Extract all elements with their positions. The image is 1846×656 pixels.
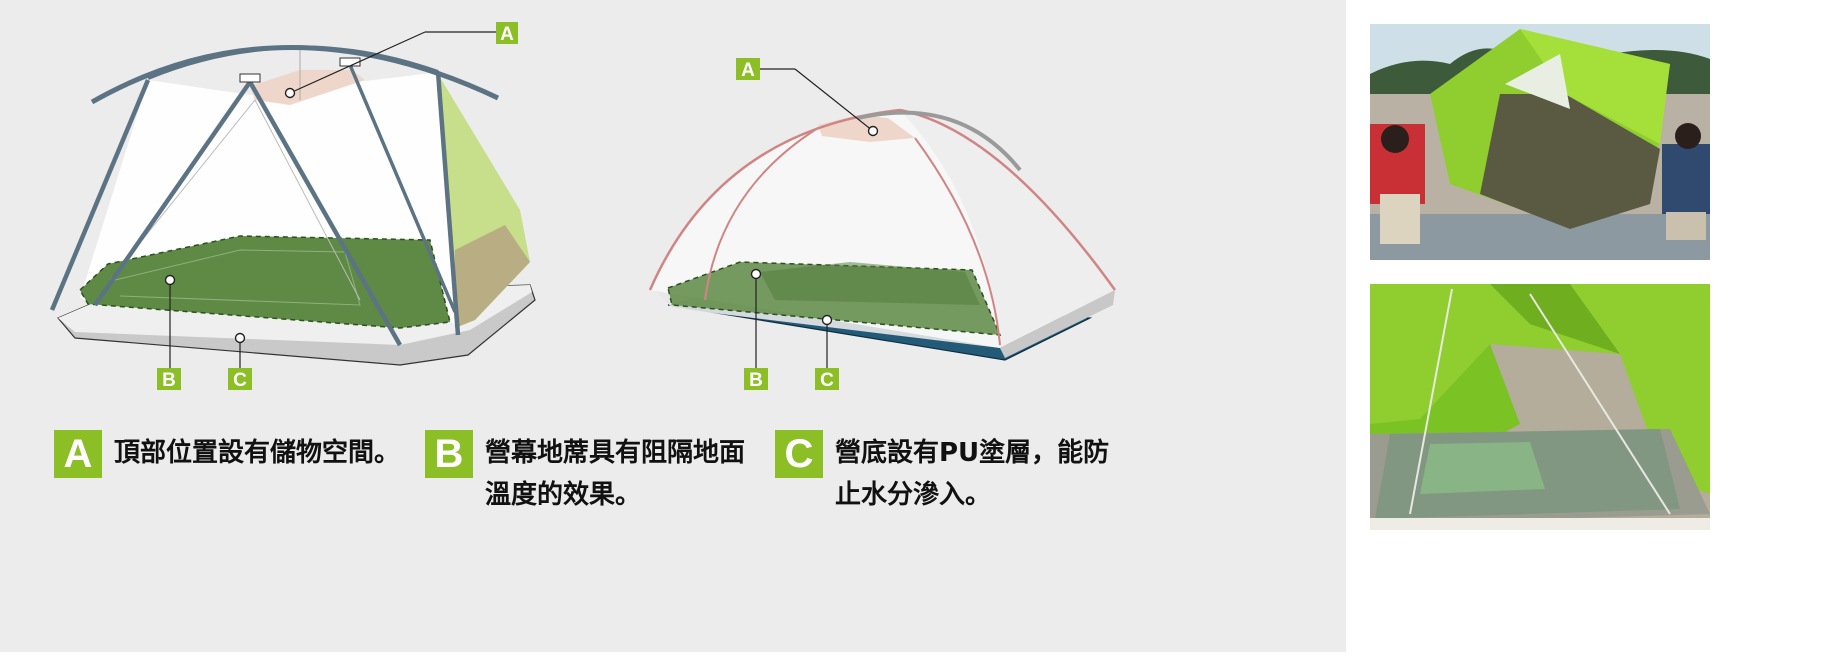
left-label-a: A [500, 24, 514, 45]
left-tent-diagram: A B C [49, 22, 536, 391]
photo-panel [1346, 0, 1846, 652]
dome-tent-diagram: A B C [648, 58, 1117, 391]
legend-text-a: 頂部位置設有儲物空間。 [114, 438, 401, 468]
legend-text-b: 營幕地蓆具有阻隔地面溫度的效果。 [485, 438, 746, 510]
dome-label-b: B [749, 370, 763, 391]
diagram-panel: A B C [0, 0, 1346, 652]
tent-interior-photo [1370, 284, 1770, 530]
legend-letter-a: A [54, 430, 102, 478]
legend-letter-b: B [425, 430, 473, 478]
legend-letter-c: C [775, 430, 823, 478]
left-label-b: B [162, 370, 176, 391]
dome-label-c: C [820, 370, 834, 391]
legend-item-c: C 營底設有PU塗層，能防止水分滲入。 [775, 430, 1135, 516]
legend-item-a: A 頂部位置設有儲物空間。 [54, 430, 414, 478]
tent-setup-photo [1370, 24, 1770, 260]
legend-item-b: B 營幕地蓆具有阻隔地面溫度的效果。 [425, 430, 775, 516]
legend-text-c: 營底設有PU塗層，能防止水分滲入。 [835, 438, 1110, 510]
left-label-c: C [233, 370, 247, 391]
dome-label-a: A [741, 60, 755, 81]
left-storage-area [250, 70, 365, 105]
tent-diagrams: A B C [49, 22, 1117, 391]
